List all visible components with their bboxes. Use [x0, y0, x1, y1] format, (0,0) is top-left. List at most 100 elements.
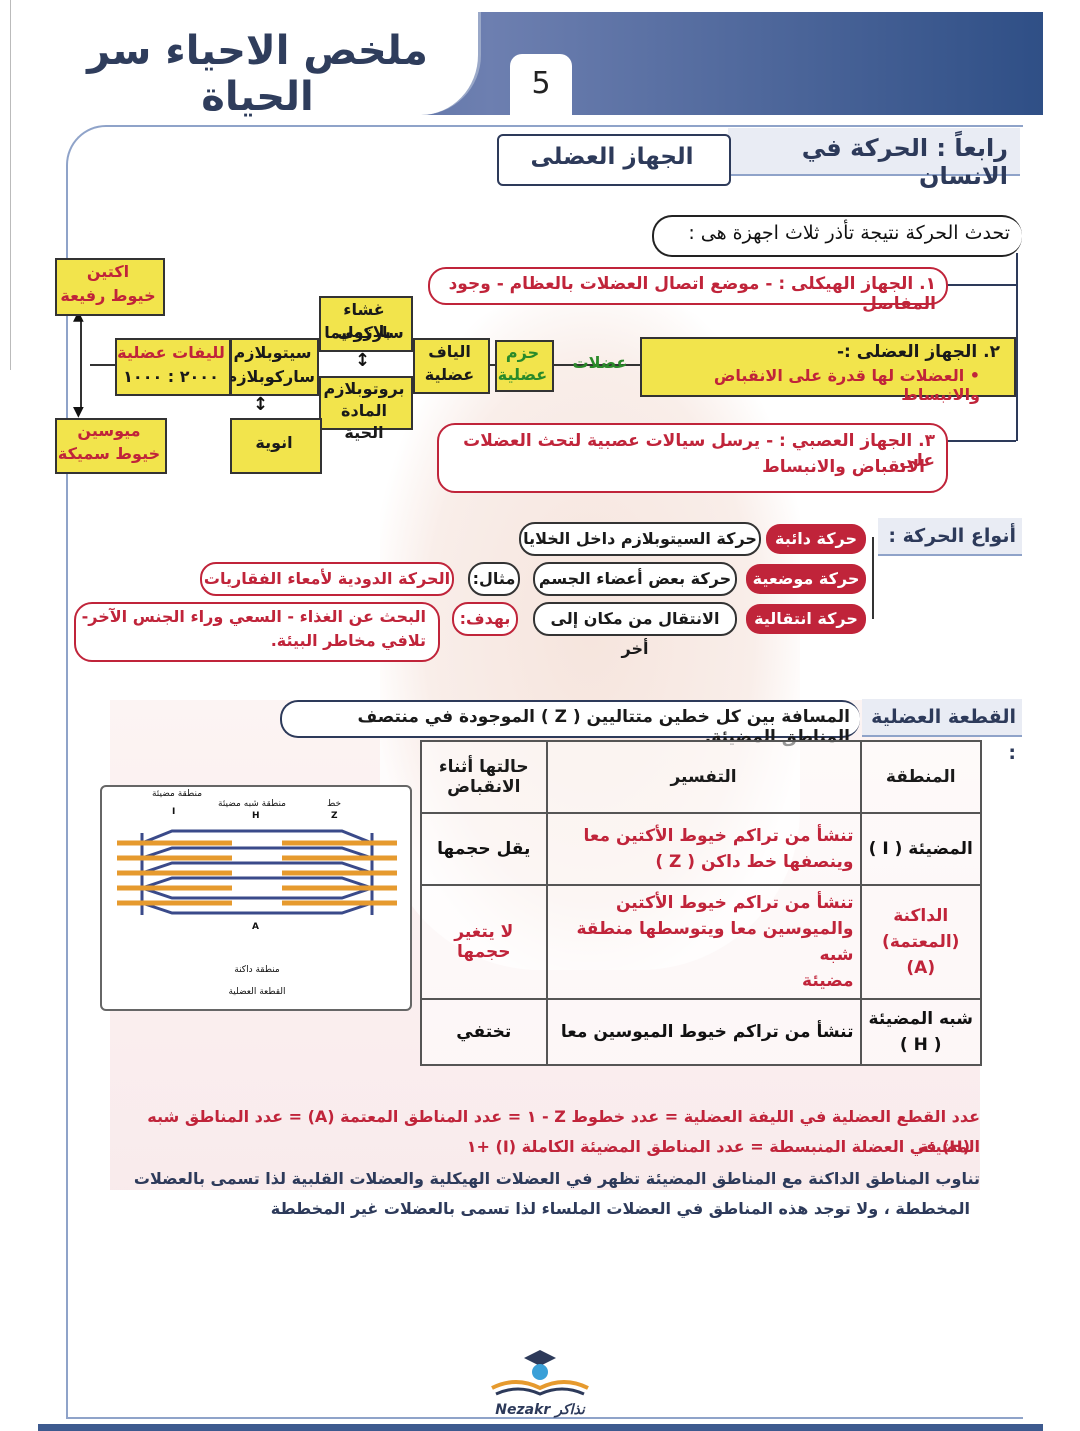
membrane-label-1: غشاء بلازمى	[337, 300, 391, 341]
expl-light: تنشأ من تراكم خيوط الأكتين معا وينصفها خ…	[545, 812, 862, 886]
zone-semi: شبه المضيئة ( H )	[859, 998, 982, 1066]
zone-semi-2: ( H )	[899, 1035, 942, 1055]
membrane-box	[319, 296, 413, 352]
muscular-system-body: • العضلات لها قدرة على الانقباض والانبسا…	[713, 366, 980, 404]
type-tag-1: حركة دائبة	[766, 524, 866, 554]
state-dark: لا يتغير حجمها	[420, 884, 548, 1000]
expl-light-1: تنشأ من تراكم خيوط الأكتين معا	[583, 826, 854, 846]
diag-semi-light-zone: منطقة شبه مضيئة	[218, 799, 286, 809]
movement-types-label: أنواع الحركة :	[878, 518, 1022, 556]
state-semi: تختفي	[420, 998, 548, 1066]
section-title: رابعاً : الحركة في الانسان	[801, 134, 1008, 190]
cytoplasm-box	[230, 338, 319, 396]
goal-text-1: البحث عن الغذاء - السعي وراء الجنس الآخر…	[81, 607, 426, 626]
diag-letter-z: Z	[331, 811, 338, 821]
state-light: يقل حجمها	[420, 812, 548, 886]
sarcomere-drawing	[117, 829, 397, 915]
myofibrils-label-2: ٢٠٠٠ : ١٠٠٠	[123, 367, 219, 386]
expl-dark-3: مضيئة	[802, 971, 854, 991]
footer-bar	[38, 1424, 1043, 1431]
nervous-system-pill	[437, 423, 948, 493]
systems-connector	[1016, 253, 1018, 441]
expl-dark: تنشأ من تراكم خيوط الأكتين والميوسين معا…	[545, 884, 862, 1000]
type-tag-3: حركة انتقالية	[746, 604, 866, 634]
skeletal-system-text: ١. الجهاز الهيكلى : - موضع اتصال العضلات…	[448, 274, 936, 314]
header-title-panel	[38, 12, 481, 115]
goal-text-2: تلافي مخاطر البيئة.	[270, 631, 426, 650]
intro-box	[652, 215, 1022, 257]
expl-dark-1: تنشأ من تراكم خيوط الأكتين	[615, 893, 854, 913]
logo: Nezakr نذاكر	[486, 1348, 594, 1422]
note1-line2: (H) في العضلة المنبسطة = عدد المناطق الم…	[466, 1137, 970, 1156]
branch-line	[90, 364, 115, 366]
down-arrow-icon: ▼	[73, 404, 84, 420]
diag-light-zone: منطقة مضيئة	[151, 789, 203, 799]
nuclei-box	[230, 418, 322, 474]
zone-light: المضيئة ( I )	[859, 812, 982, 886]
subtitle: الجهاز العضلى	[530, 144, 694, 170]
updown-arrow-icon-2: ↕	[253, 394, 269, 415]
note2-line1: تناوب المناطق الداكنة مع المناطق المضيئة…	[133, 1169, 980, 1188]
expl-dark-2: والميوسين معا ويتوسطها منطقة شبه	[576, 919, 854, 965]
section-title-box	[728, 128, 1020, 176]
book-graduate-icon	[491, 1350, 589, 1396]
diag-sarcomere: القطعة العضلية	[228, 987, 286, 997]
page-number: 5	[531, 66, 551, 101]
protoplasm-label-2: المادة الحية	[341, 401, 387, 442]
intro-text: تحدث الحركة نتيجة تأذر ثلاث اجهزة هى :	[688, 222, 1010, 244]
note1-line1: عدد القطع العضلية في الليفة العضلية = عد…	[147, 1107, 980, 1156]
sarcomere-label: القطعة العضلية :	[862, 699, 1022, 764]
type-tag-2: حركة موضعية	[746, 564, 866, 594]
example-label: مثال:	[468, 562, 520, 596]
expl-semi: تنشأ من تراكم خيوط الميوسين معا	[545, 998, 862, 1066]
type-desc-1: حركة السيتوبلازم داخل الخلايا	[519, 522, 761, 556]
bundles-label-1: حزم	[505, 343, 540, 362]
page-edge	[0, 0, 11, 370]
muscular-system-head: ٢. الجهاز العضلى :-	[836, 342, 1000, 362]
zone-dark-3: (A)	[906, 958, 936, 978]
nuclei-label: انوية	[255, 433, 293, 452]
actin-label-2: خيوط رفيعة	[60, 286, 156, 305]
page-number-tab	[510, 54, 572, 116]
zone-semi-1: شبه المضيئة	[868, 1009, 973, 1029]
note2-line2: المخططة ، ولا توجد هذه المناطق في العضلا…	[270, 1199, 970, 1218]
bundles-label-2: عضلية	[497, 365, 548, 384]
myosin-box	[55, 418, 167, 474]
nervous-system-line1: ٣. الجهاز العصبي : - يرسل سيالات عصبية ل…	[463, 431, 935, 471]
muscular-system-box	[640, 337, 1016, 397]
example-text: الحركة الدودية لأمعاء الفقاريات	[200, 562, 454, 596]
myofibrils-box	[115, 338, 231, 396]
page-title: ملخص الاحياء سر الحياة	[87, 28, 428, 120]
th-explanation: التفسير	[545, 740, 862, 814]
protoplasm-label-1: بروتوبلازم	[323, 379, 405, 398]
sarcomere-diagram: منطقة مضيئة منطقة شبه مضيئة خط I H Z A م…	[100, 785, 412, 1011]
diag-letter-i: I	[172, 807, 176, 817]
nervous-system-line2: الانقباض والانبساط	[762, 457, 925, 477]
types-connector	[872, 537, 874, 619]
protoplasm-box	[319, 376, 413, 430]
connector-s1	[944, 284, 1016, 286]
diag-letter-h: H	[252, 811, 260, 821]
myosin-label-1: ميوسين	[77, 421, 141, 440]
fibers-box	[413, 338, 490, 394]
actin-label-1: اكتين	[86, 262, 130, 281]
zone-dark-1: الداكنة	[893, 906, 949, 926]
zone-dark-2: (المعتمة)	[882, 932, 960, 952]
myofibrils-label-1: لليفات عضلية	[117, 343, 225, 362]
diag-z-line: خط	[326, 799, 342, 809]
content-frame	[66, 125, 1023, 1419]
type-desc-3: الانتقال من مكان إلى أخر	[533, 602, 737, 658]
expl-light-2: وينصفها خط داكن ( Z )	[655, 852, 854, 872]
sarcomere-def-pill	[280, 700, 860, 738]
actin-box	[55, 258, 165, 316]
fibers-label-2: عضلية	[424, 365, 475, 384]
type-desc-2: حركة بعض أعضاء الجسم	[533, 562, 737, 596]
cytoplasm-label-1: سيتوبلازم	[233, 343, 312, 362]
subtitle-box	[497, 134, 731, 186]
updown-arrow-icon: ↕	[355, 350, 371, 371]
th-zone: المنطقة	[859, 740, 982, 814]
th-state: حالتها أثناء الانقباض	[420, 740, 548, 814]
muscles-label: عضلات	[572, 353, 628, 372]
diag-dark-zone: منطقة داكنة	[234, 965, 280, 975]
goal-pill	[74, 602, 440, 662]
